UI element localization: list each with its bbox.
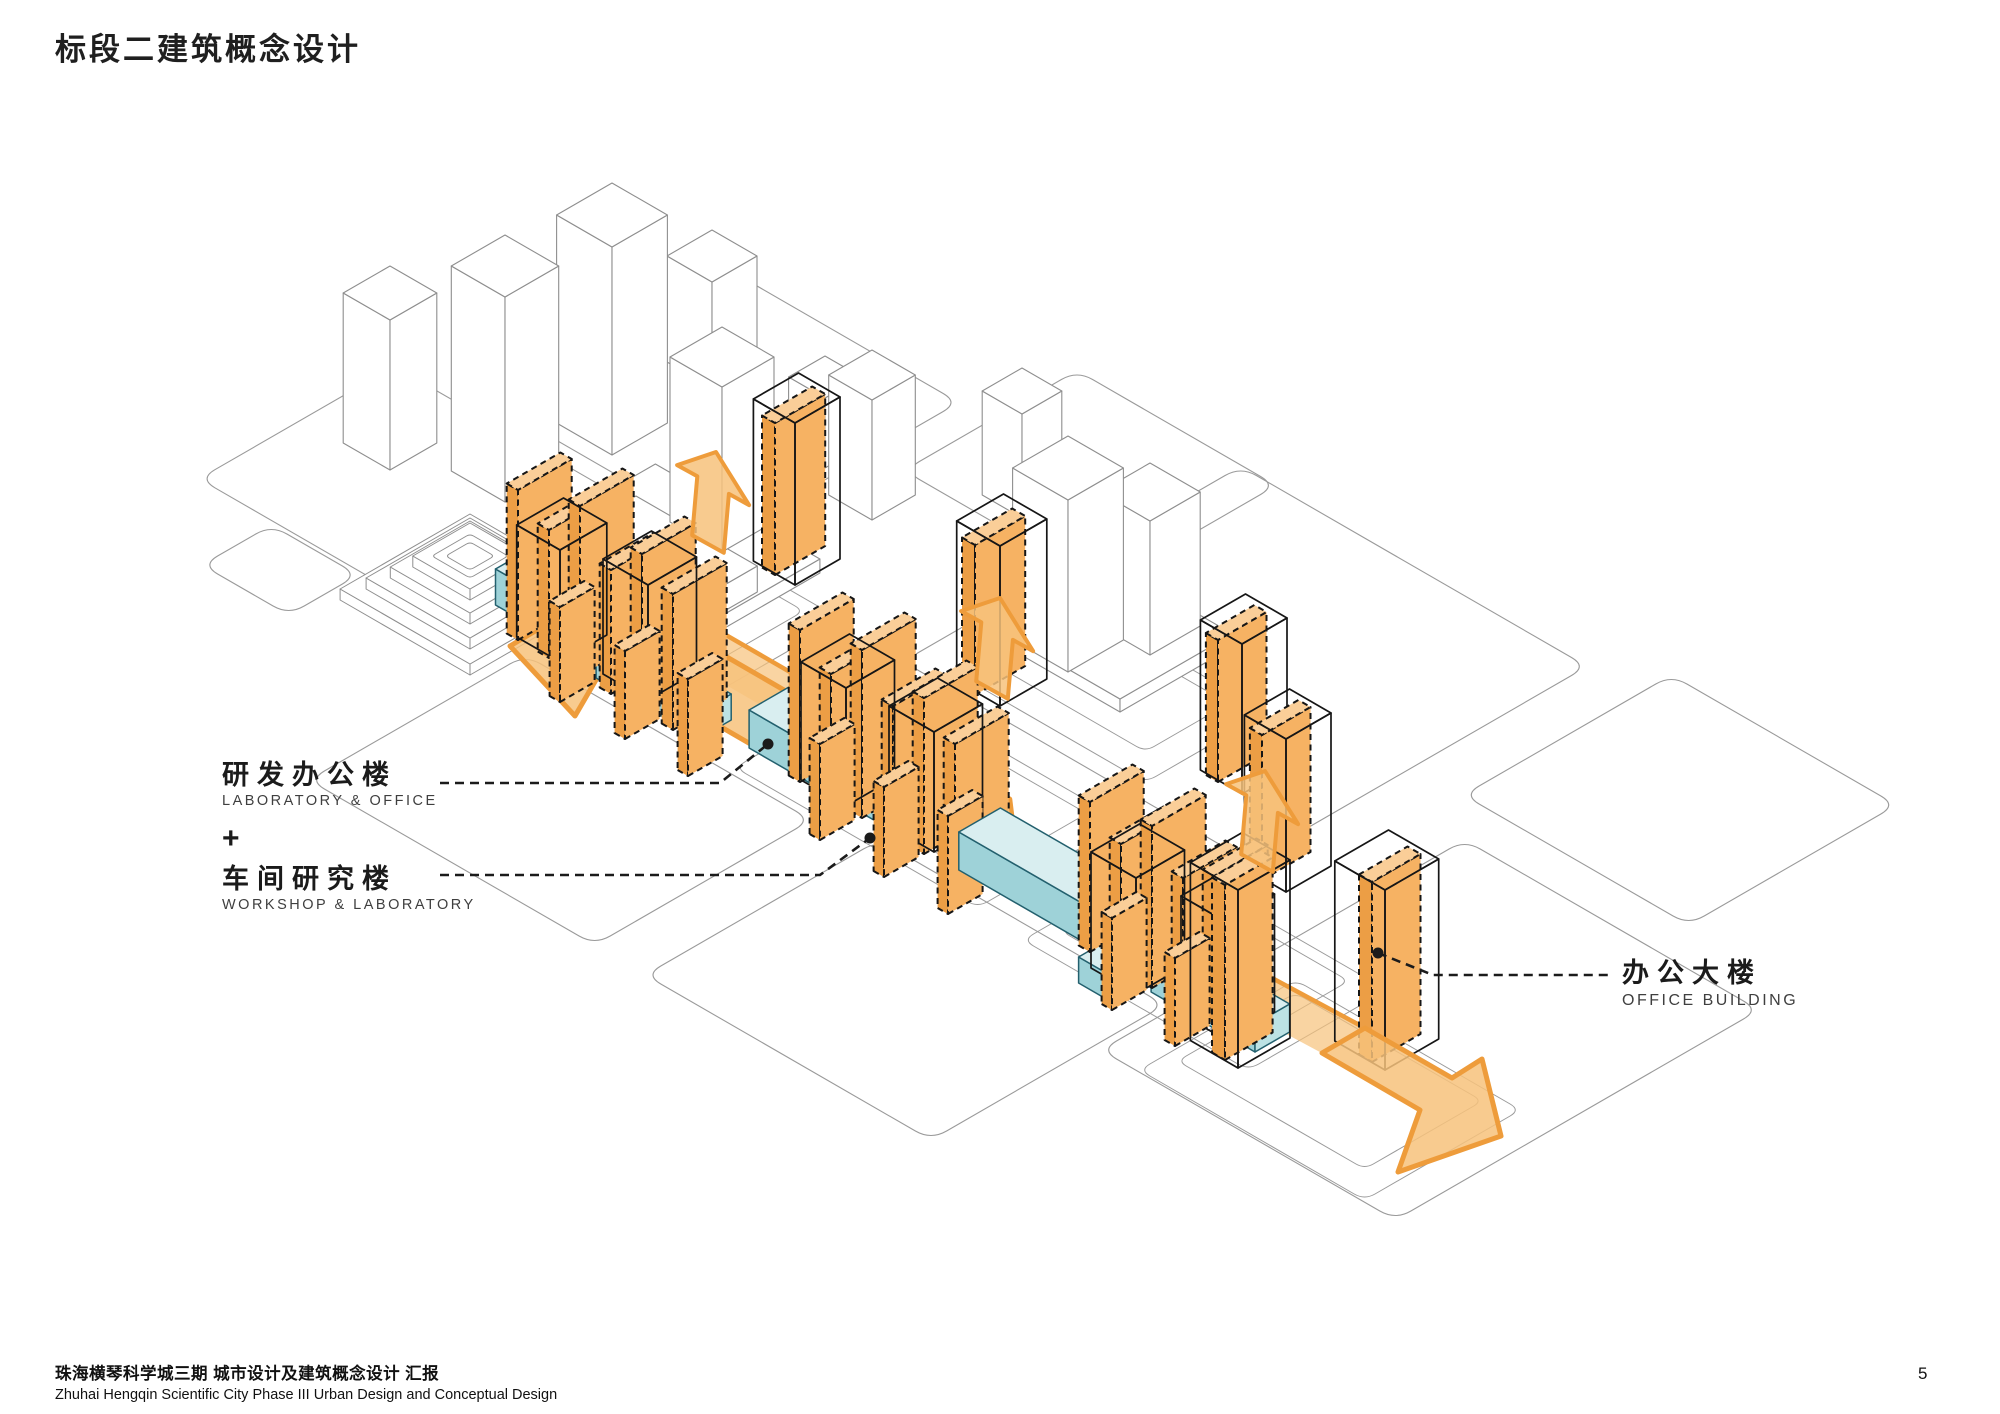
- white-tower: [666, 229, 758, 283]
- orange-slab: [1100, 891, 1148, 919]
- orange-slab: [1358, 873, 1373, 1063]
- orange-slab: [1204, 632, 1219, 783]
- wireframe-tower: [752, 372, 841, 424]
- wireframe-tower: [955, 493, 1048, 547]
- white-tower: [1099, 462, 1201, 522]
- wireframe-tower: [602, 530, 698, 586]
- orange-slab: [676, 652, 724, 680]
- orange-slab: [548, 600, 561, 703]
- orange-slab: [1163, 951, 1176, 1047]
- orange-slab: [849, 611, 917, 651]
- flow-arrow-southeast: [1319, 1025, 1504, 1175]
- white-tower: [342, 265, 438, 321]
- parcel-outline: [1108, 843, 1752, 1217]
- flow-arrow-small: [1224, 769, 1301, 874]
- white-tower: [556, 182, 668, 248]
- orange-slab: [872, 760, 920, 788]
- orange-slab: [613, 624, 661, 652]
- label-plus: +: [222, 822, 240, 856]
- label-office-building-zh: 办公大楼: [1622, 958, 1762, 988]
- white-tower: [342, 292, 391, 471]
- orange-slab: [1170, 839, 1238, 879]
- white-tower: [389, 292, 438, 471]
- orange-slab: [819, 723, 856, 841]
- footer: 珠海横琴科学城三期 城市设计及建筑概念设计 汇报 Zhuhai Hengqin …: [55, 1360, 557, 1403]
- orange-slab: [808, 717, 856, 745]
- orange-slab: [1100, 911, 1113, 1011]
- label-office-building-en: OFFICE BUILDING: [1622, 992, 1799, 1010]
- orange-slab: [936, 789, 984, 817]
- ziggurat-courtyard: [447, 542, 493, 570]
- flow-arrow-small: [675, 450, 752, 555]
- leader-dot: [762, 738, 774, 750]
- wireframe-tower: [1189, 831, 1291, 891]
- orange-slab: [660, 555, 728, 595]
- orange-slab: [613, 644, 626, 740]
- orange-slab: [761, 414, 776, 576]
- white-tower: [828, 349, 916, 401]
- label-workshop-laboratory-en: WORKSHOP & LABORATORY: [222, 897, 476, 914]
- orange-slab: [687, 658, 724, 777]
- wireframe-tower: [888, 677, 984, 733]
- orange-slab: [936, 809, 949, 915]
- white-tower: [1067, 467, 1124, 673]
- wireframe-tower: [1199, 593, 1288, 645]
- orange-slab: [676, 672, 689, 777]
- plinth-outline: [1144, 982, 1516, 1198]
- orange-slab: [787, 591, 855, 631]
- orange-slab: [1224, 856, 1274, 1061]
- white-tower: [611, 214, 668, 456]
- orange-slab: [567, 467, 635, 507]
- page-number: 5: [1918, 1364, 1928, 1383]
- label-laboratory-office-en: LABORATORY & OFFICE: [222, 793, 438, 810]
- orange-slab: [872, 780, 885, 878]
- white-tower: [450, 265, 506, 503]
- leader-dot: [1372, 947, 1384, 959]
- wireframe-tower: [1090, 823, 1186, 879]
- orange-slab: [660, 586, 674, 731]
- white-tower: [450, 234, 560, 298]
- orange-slab: [942, 705, 1010, 745]
- flow-arrow-small: [959, 596, 1036, 701]
- wireframe-tower: [1333, 829, 1440, 891]
- orange-slab: [505, 451, 573, 491]
- page-title: 标段二建筑概念设计: [55, 32, 361, 67]
- orange-slab: [1358, 845, 1422, 883]
- footer-title-en: Zhuhai Hengqin Scientific City Phase III…: [55, 1387, 558, 1403]
- orange-slab: [774, 393, 827, 576]
- orange-slab: [1211, 876, 1226, 1061]
- orange-slab: [961, 507, 1027, 546]
- orange-slab: [536, 522, 550, 659]
- leader-line: [1377, 951, 1612, 977]
- parcel-outline: [209, 528, 351, 612]
- orange-slab: [1163, 931, 1211, 959]
- orange-slab: [787, 622, 801, 783]
- parcel-outline: [1470, 678, 1890, 922]
- white-tower: [1012, 435, 1124, 501]
- orange-slab: [1077, 763, 1145, 803]
- white-tower: [669, 326, 775, 388]
- white-tower: [981, 367, 1063, 415]
- leader-line: [440, 742, 769, 785]
- label-workshop-laboratory-zh: 车间研究楼: [222, 864, 397, 895]
- white-tower: [556, 214, 613, 456]
- orange-slab: [548, 580, 596, 608]
- orange-slab: [1139, 787, 1207, 827]
- wireframe-tower: [1243, 688, 1332, 740]
- orange-slab: [808, 737, 821, 841]
- label-block-left: 研发办公楼 LABORATORY & OFFICE + 车间研究楼 WORKSH…: [222, 760, 476, 915]
- label-laboratory-office-zh: 研发办公楼: [222, 760, 397, 790]
- footer-title-zh: 珠海横琴科学城三期 城市设计及建筑概念设计 汇报: [55, 1365, 440, 1383]
- orange-slab: [1077, 794, 1091, 953]
- label-block-right: 办公大楼 OFFICE BUILDING: [1622, 958, 1798, 1010]
- orange-slab: [559, 586, 596, 703]
- wireframe-tower: [800, 633, 896, 689]
- leader-dot: [864, 832, 876, 844]
- leader-line: [440, 836, 871, 877]
- wireframe-tower: [515, 497, 608, 551]
